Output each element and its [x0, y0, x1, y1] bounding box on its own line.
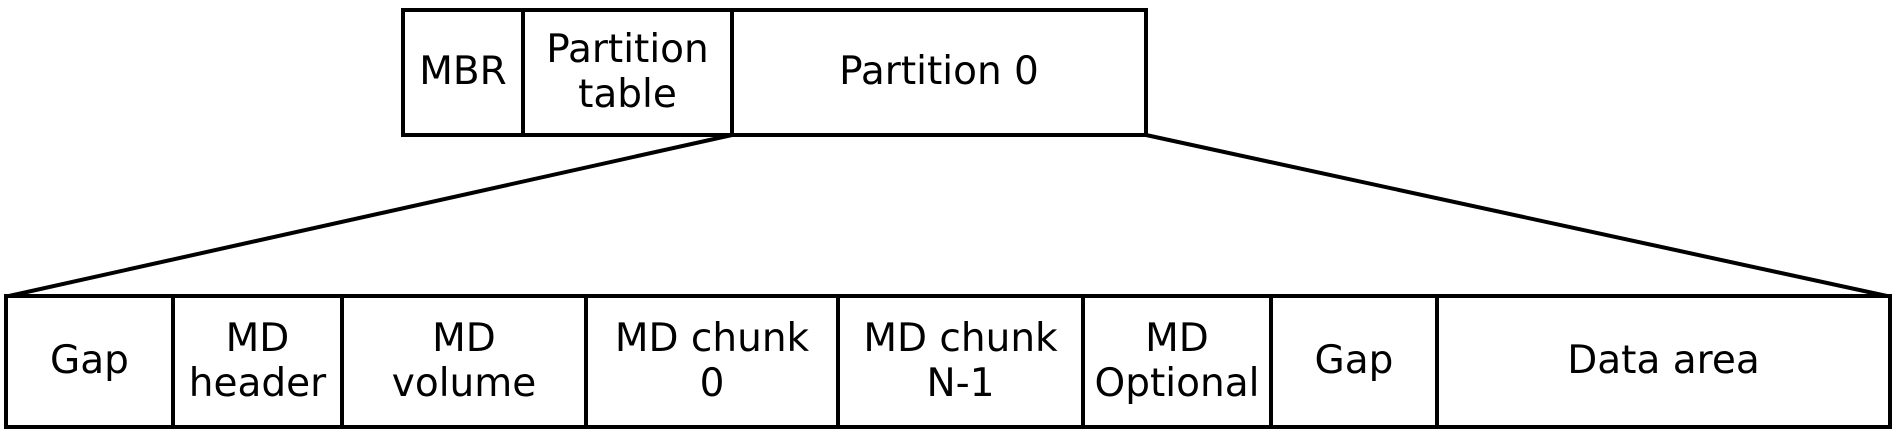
gap-leading-label: Gap	[50, 338, 129, 384]
data-area-cell: Data area	[1435, 298, 1888, 425]
gap-trailing-label: Gap	[1314, 338, 1394, 384]
partition-0-layout-row: Gap MD header MD volume MD chunk 0 MD ch…	[4, 294, 1892, 429]
partition-table-cell: Partition table	[521, 12, 730, 133]
md-header-label: MD header	[188, 315, 327, 406]
left-expansion-line	[8, 133, 733, 298]
md-header-cell: MD header	[171, 298, 340, 425]
partition-0-label: Partition 0	[839, 49, 1039, 95]
mbr-label: MBR	[419, 49, 507, 95]
md-optional-cell: MD Optional	[1081, 298, 1269, 425]
md-volume-label: MD volume	[391, 315, 537, 406]
md-chunk-0-cell: MD chunk 0	[584, 298, 836, 425]
data-area-label: Data area	[1567, 338, 1760, 384]
md-optional-label: MD Optional	[1094, 315, 1260, 406]
mbr-cell: MBR	[405, 12, 521, 133]
md-chunk-n-1-label: MD chunk N-1	[863, 315, 1058, 406]
md-volume-cell: MD volume	[340, 298, 584, 425]
right-expansion-line	[1145, 133, 1888, 298]
disk-level-row: MBR Partition table Partition 0	[401, 8, 1148, 137]
md-chunk-0-label: MD chunk 0	[614, 315, 810, 406]
partition-0-cell: Partition 0	[730, 12, 1144, 133]
gap-leading-cell: Gap	[8, 298, 171, 425]
gap-trailing-cell: Gap	[1269, 298, 1435, 425]
partition-table-label: Partition table	[546, 26, 709, 117]
md-chunk-n-1-cell: MD chunk N-1	[836, 298, 1081, 425]
